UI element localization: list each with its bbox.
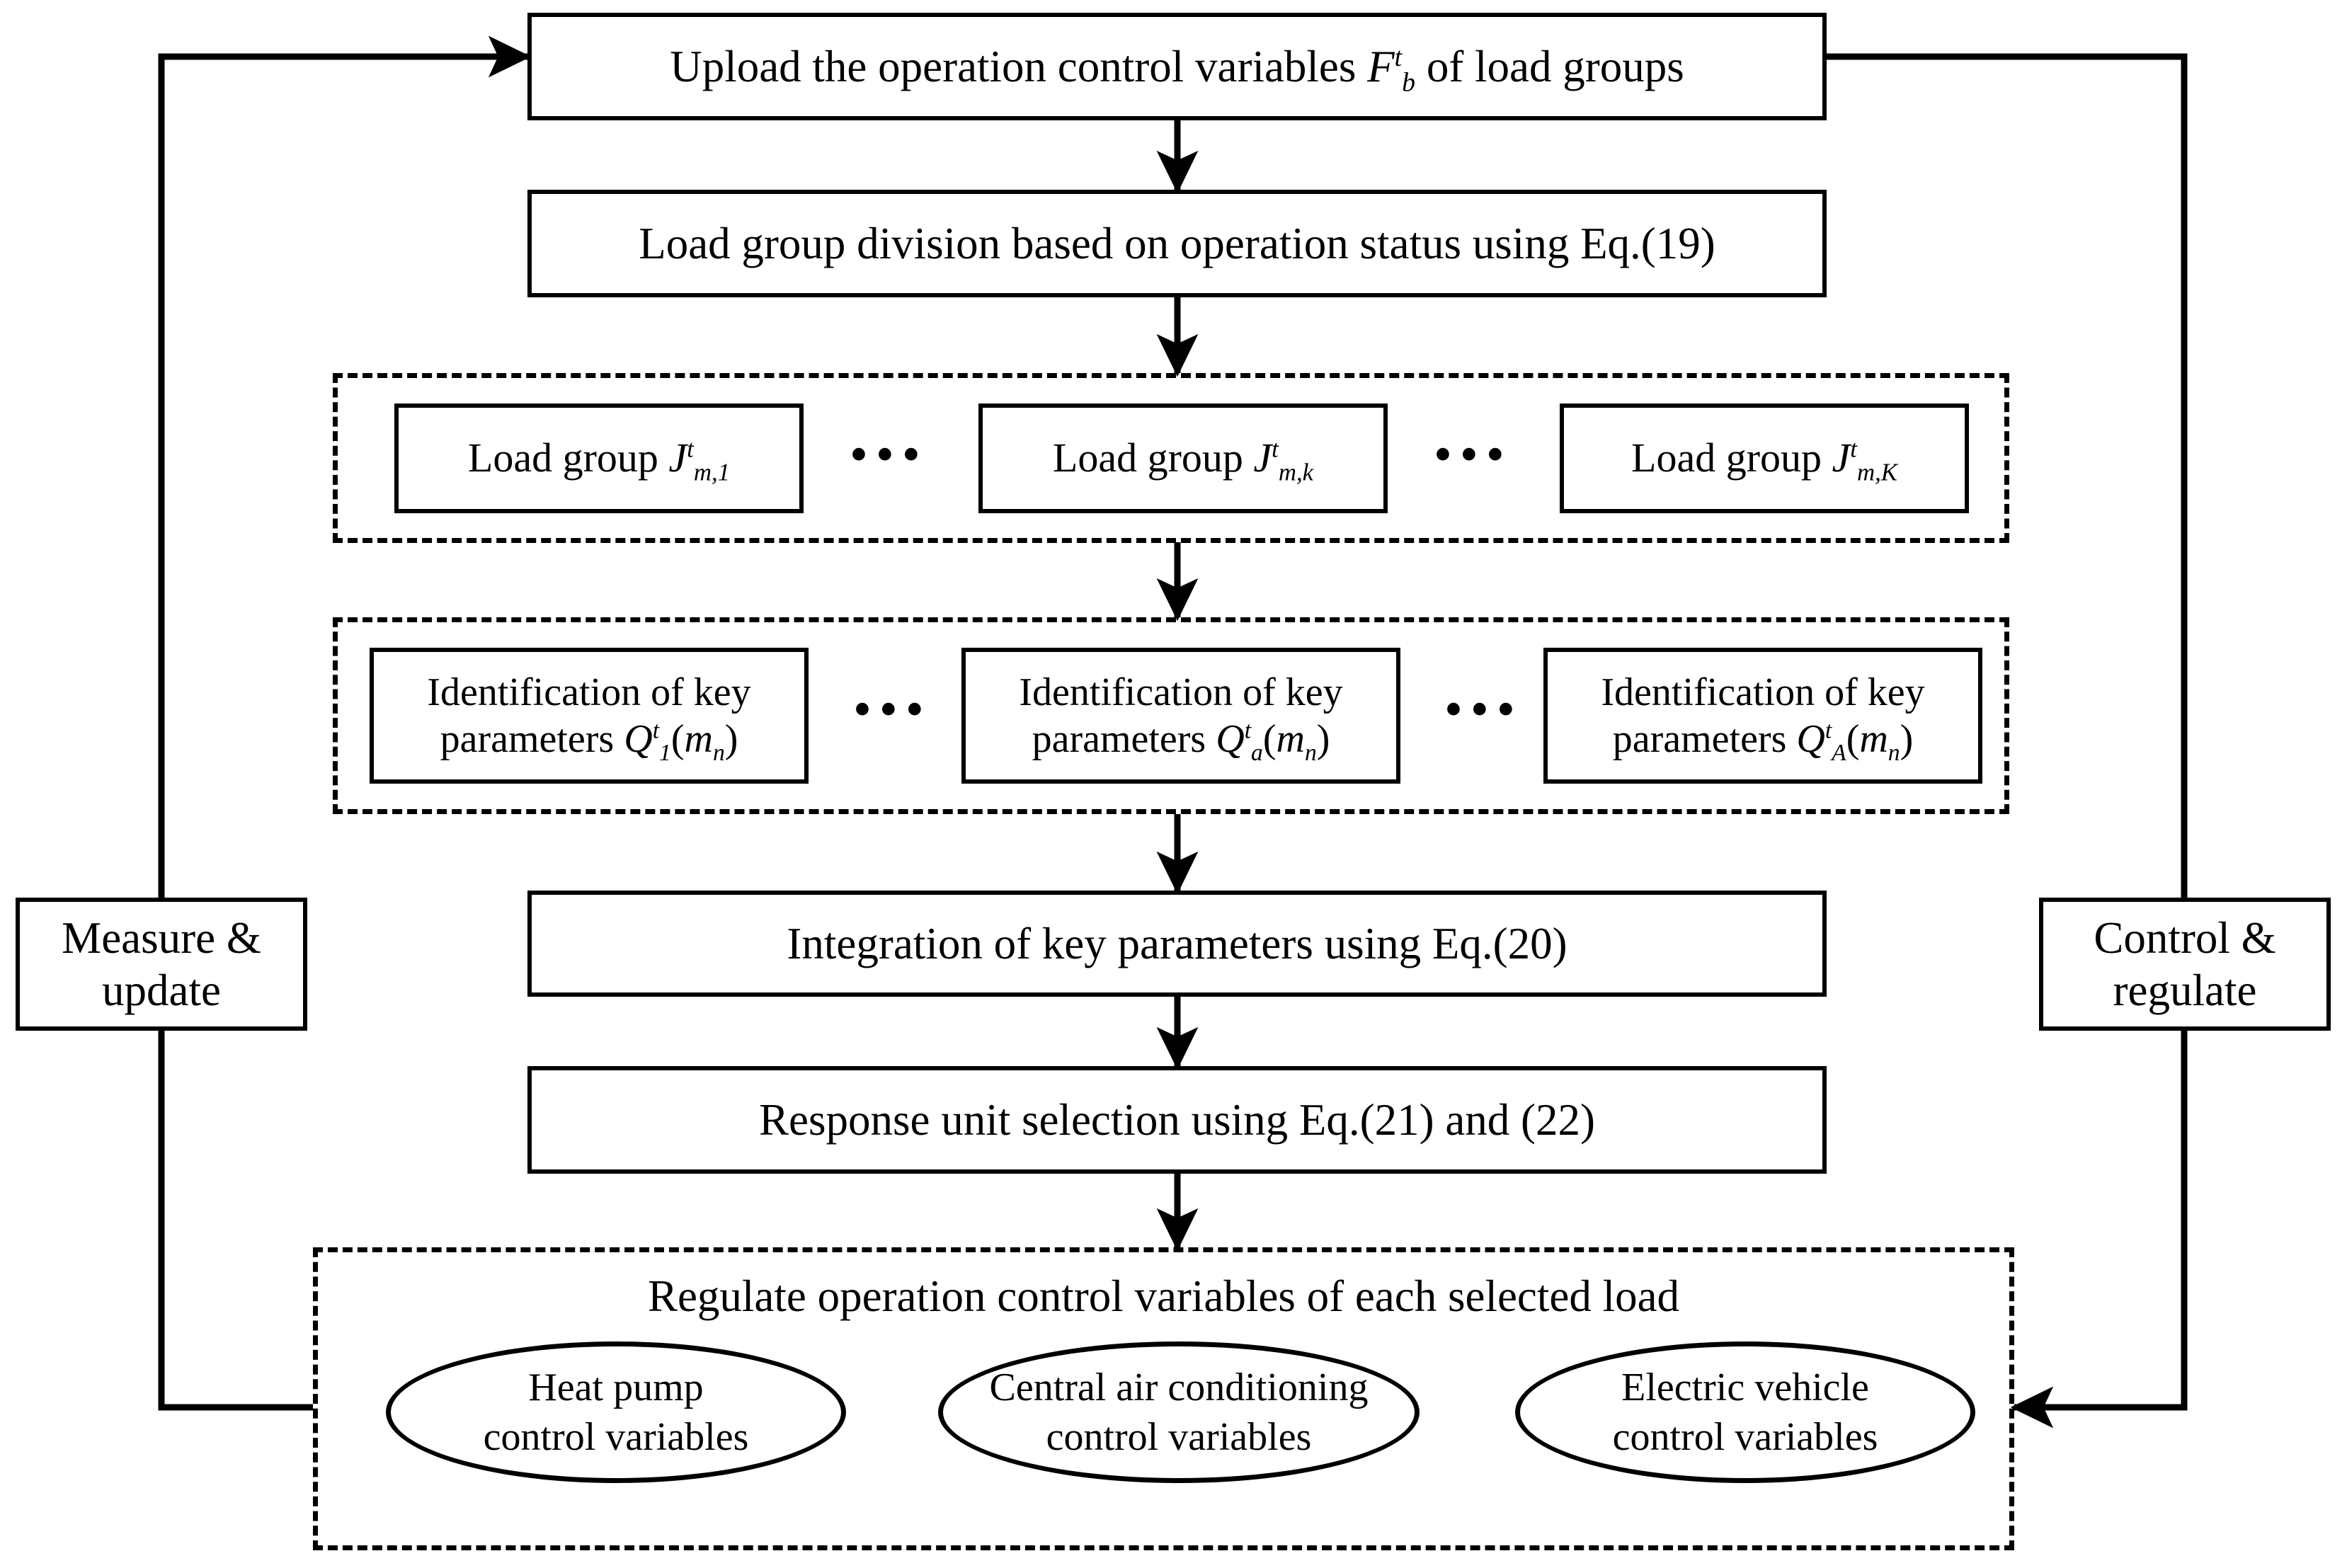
- group-load-groups: [333, 373, 2009, 543]
- ellipsis-identification-left: •••: [853, 680, 932, 738]
- node-response-label: Response unit selection using Eq.(21) an…: [758, 1094, 1596, 1145]
- node-load-group-division[interactable]: Load group division based on operation s…: [527, 190, 1827, 297]
- ellipsis-load-groups-left: •••: [850, 425, 928, 483]
- node-control-label: Control &regulate: [2094, 912, 2276, 1015]
- node-load-group-k[interactable]: Load group Jtm,k: [978, 404, 1388, 513]
- symbol-F-subscript: b: [1402, 67, 1416, 98]
- symbol-F: F: [1367, 41, 1395, 91]
- node-measure-label: Measure &update: [62, 912, 261, 1015]
- node-load-group-1-label: Load group Jtm,1: [467, 435, 731, 486]
- regulate-title: Regulate operation control variables of …: [647, 1271, 1680, 1321]
- node-load-group-1[interactable]: Load group Jtm,1: [394, 404, 804, 513]
- node-load-group-K-label: Load group Jtm,K: [1631, 435, 1897, 486]
- wire-control-regulate: [1825, 53, 2188, 1429]
- symbol-F-superscript: t: [1394, 42, 1403, 72]
- node-load-group-K[interactable]: Load group Jtm,K: [1560, 404, 1969, 513]
- node-integration-key-parameters[interactable]: Integration of key parameters using Eq.(…: [527, 891, 1827, 997]
- node-upload-operation-variables[interactable]: Upload the operation control variables F…: [527, 13, 1827, 120]
- wire-feedback-measure-update: [158, 35, 532, 1411]
- node-control-and-regulate[interactable]: Control &regulate: [2039, 898, 2331, 1031]
- node-measure-and-update[interactable]: Measure &update: [16, 898, 307, 1031]
- ellipsis-load-groups-right: •••: [1434, 425, 1512, 483]
- node-division-label: Load group division based on operation s…: [639, 218, 1715, 268]
- node-load-group-k-label: Load group Jtm,k: [1052, 435, 1314, 486]
- ellipsis-identification-right: •••: [1444, 680, 1523, 738]
- group-regulate-selected-loads: [313, 1247, 2014, 1550]
- node-integration-label: Integration of key parameters using Eq.(…: [787, 918, 1567, 968]
- node-response-unit-selection[interactable]: Response unit selection using Eq.(21) an…: [527, 1066, 1827, 1174]
- group-key-parameter-identification: [333, 617, 2009, 814]
- node-upload-label-post: of load groups: [1415, 41, 1684, 91]
- node-upload-label: Upload the operation control variables F…: [670, 41, 1684, 98]
